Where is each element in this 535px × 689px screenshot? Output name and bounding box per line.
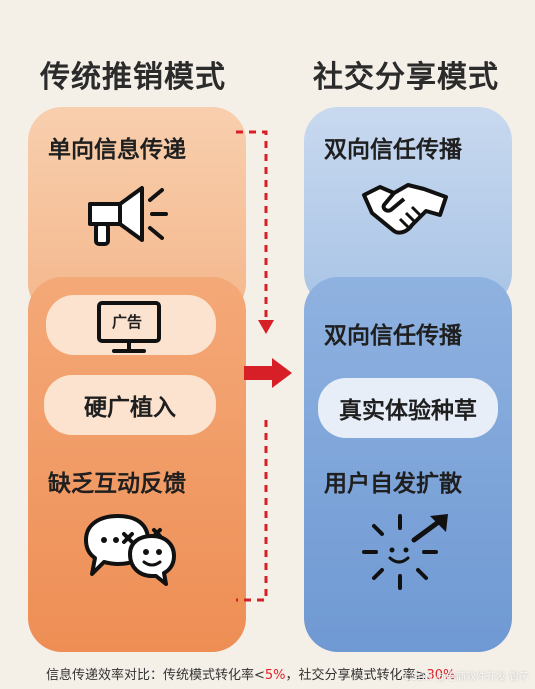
two-way-trust-label-top: 双向信任传播 [324,137,462,163]
hard-ad-label: 硬广植入 [84,395,176,421]
one-way-info-label: 单向信息传递 [48,137,186,163]
dashed-connector-arrow [236,130,274,602]
lack-interaction-label: 缺乏互动反馈 [48,471,186,497]
social-bottom-card [304,277,512,652]
traditional-rate: 5% [264,668,286,683]
transition-arrow [244,358,292,388]
watermark: CSDN @电商软件开发 银子 [404,672,529,683]
caption-prefix: 信息传递效率对比：传统模式转化率< [46,668,265,683]
burst-smile-arrow-icon [362,514,448,590]
left-column-title: 传统推销模式 [40,60,226,95]
monitor-icon [97,301,161,353]
real-experience-pill: 真实体验种草 [318,378,498,438]
social-rate: 30% [426,668,456,683]
right-column-title: 社交分享模式 [313,60,499,95]
handshake-icon [362,183,448,235]
real-experience-label: 真实体验种草 [339,398,477,424]
megaphone-icon [88,186,168,246]
two-way-trust-label-mid: 双向信任传播 [324,323,462,349]
ad-label: 广告 [112,313,143,331]
efficiency-comparison-caption: 信息传递效率对比：传统模式转化率<5%，社交分享模式转化率≥30% [46,664,455,683]
hard-ad-pill: 硬广植入 [44,375,216,435]
user-spread-label: 用户自发扩散 [324,471,462,497]
caption-middle: ，社交分享模式转化率≥ [285,668,427,683]
chat-bubbles-icon [84,514,176,586]
